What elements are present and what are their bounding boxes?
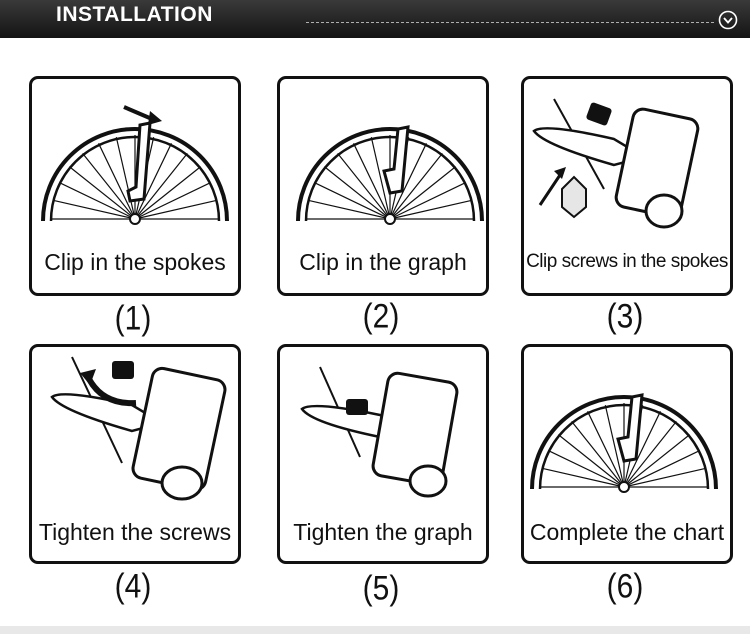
- step-card-2: Clip in the graph: [277, 76, 489, 296]
- wheel-spoke: [370, 136, 391, 220]
- wheel-spoke: [134, 199, 218, 220]
- wheel-spoke: [98, 143, 136, 220]
- wheel-spoke: [623, 420, 677, 488]
- wheel-spoke: [557, 434, 625, 488]
- wheel-rim: [530, 395, 718, 490]
- tighten-graph-illustration: [300, 366, 459, 498]
- step-number: (2): [362, 297, 400, 336]
- tighten-screws-illustration: [50, 356, 227, 501]
- step-caption: Clip in the spokes: [44, 249, 226, 275]
- wheel-spoke: [389, 152, 443, 220]
- wheel-hub: [129, 213, 141, 225]
- step-number: (4): [114, 567, 152, 606]
- wheel-spoke: [134, 143, 172, 220]
- step-caption: Complete the chart: [529, 519, 725, 545]
- step-card-5: Tighten the graph: [277, 344, 489, 564]
- wheel-spoke: [571, 420, 625, 488]
- wheel-rim: [41, 127, 229, 222]
- wheel-clip-illustration: [41, 105, 229, 225]
- step-card-3: Clip screws in the spokes: [521, 76, 733, 296]
- step-number: (1): [114, 299, 152, 338]
- wheel-spoke: [623, 434, 691, 488]
- complete-chart-illustration: [530, 393, 718, 493]
- wheel-spoke: [68, 166, 136, 220]
- wheel-spoke: [623, 450, 700, 488]
- chevron-down-circle-icon[interactable]: [718, 10, 738, 30]
- wheel-spoke: [323, 166, 391, 220]
- screw-clip-illustration: [532, 98, 700, 229]
- wheel-spoke: [587, 411, 625, 488]
- wheel-spoke: [134, 166, 202, 220]
- wheel-spoke: [389, 143, 427, 220]
- wheel-spoke: [389, 166, 457, 220]
- wheel-spoke: [623, 411, 661, 488]
- wheel-spoke: [115, 136, 136, 220]
- wheel-hub: [384, 213, 396, 225]
- section-title: INSTALLATION: [56, 3, 213, 26]
- wheel-spoke: [314, 182, 391, 220]
- step-number: (5): [362, 569, 400, 608]
- wheel-spoke: [337, 152, 391, 220]
- step-card-4: Tighten the screws: [29, 344, 241, 564]
- footer-bar: [0, 626, 750, 634]
- step-caption: Clip screws in the spokes: [526, 251, 728, 272]
- header-divider: [306, 22, 714, 23]
- wheel-spoke: [82, 152, 136, 220]
- step-card-6: Complete the chart: [521, 344, 733, 564]
- wheel-spoke: [134, 152, 188, 220]
- wheel-spoke: [623, 467, 707, 488]
- step-card-1: Clip in the spokes: [29, 76, 241, 296]
- step-caption: Tighten the screws: [38, 519, 232, 545]
- step-number: (6): [606, 567, 644, 606]
- wheel-spoke: [307, 199, 391, 220]
- wheel-spoke: [353, 143, 391, 220]
- wheel-spoke: [548, 450, 625, 488]
- wheel-graph-illustration: [296, 125, 484, 225]
- wheel-spoke: [604, 404, 625, 488]
- wheel-spoke: [541, 467, 625, 488]
- wheel-rim: [296, 127, 484, 222]
- wheel-spoke: [52, 199, 136, 220]
- wheel-spoke: [389, 182, 466, 220]
- wheel-spoke: [134, 182, 211, 220]
- step-caption: Tighten the graph: [293, 519, 473, 545]
- step-number: (3): [606, 297, 644, 336]
- wheel-hub: [618, 481, 630, 493]
- section-header: INSTALLATION: [0, 0, 750, 38]
- step-caption: Clip in the graph: [299, 249, 467, 275]
- wheel-spoke: [389, 199, 473, 220]
- wheel-spoke: [59, 182, 136, 220]
